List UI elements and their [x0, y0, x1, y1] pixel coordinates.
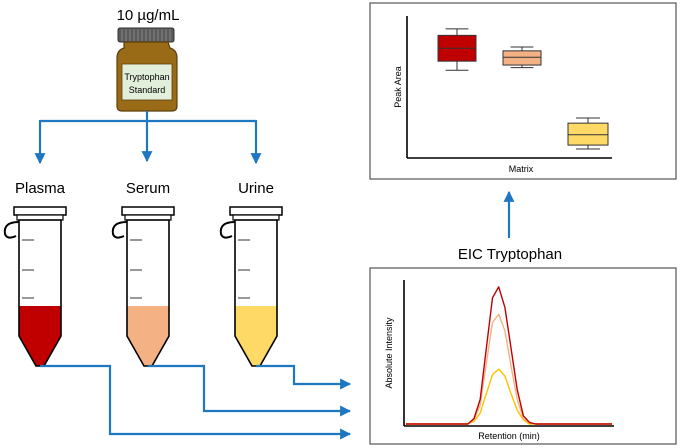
boxplot-xlabel: Matrix	[509, 164, 534, 174]
standard-jar-icon	[116, 27, 178, 112]
eic-ylabel: Absolute Intensity	[384, 317, 394, 389]
connector-arrows	[40, 190, 515, 440]
tube-plasma-icon	[3, 206, 67, 367]
boxplot-ylabel: Peak Area	[393, 66, 403, 108]
distribution-arrows	[34, 111, 262, 165]
tube-serum-icon	[111, 206, 175, 367]
box-serum	[502, 50, 542, 66]
jar-label-line1: Tryptophan	[124, 72, 169, 82]
eic-title: EIC Tryptophan	[458, 246, 562, 263]
eic-marks	[406, 286, 612, 425]
jar-label-line2: Standard	[129, 85, 166, 95]
sample-label-plasma: Plasma	[15, 180, 66, 197]
eic-trace-plasma	[406, 286, 612, 425]
sample-label-urine: Urine	[238, 180, 274, 197]
box-urine	[567, 122, 609, 146]
boxplot-panel	[369, 2, 677, 180]
boxplot-marks	[437, 28, 609, 150]
standard-concentration-label: 10 µg/mL	[117, 7, 180, 24]
tube-urine-icon	[219, 206, 283, 367]
sample-label-serum: Serum	[126, 180, 170, 197]
eic-xlabel: Retention (min)	[478, 431, 540, 441]
eic-trace-urine	[406, 368, 612, 425]
